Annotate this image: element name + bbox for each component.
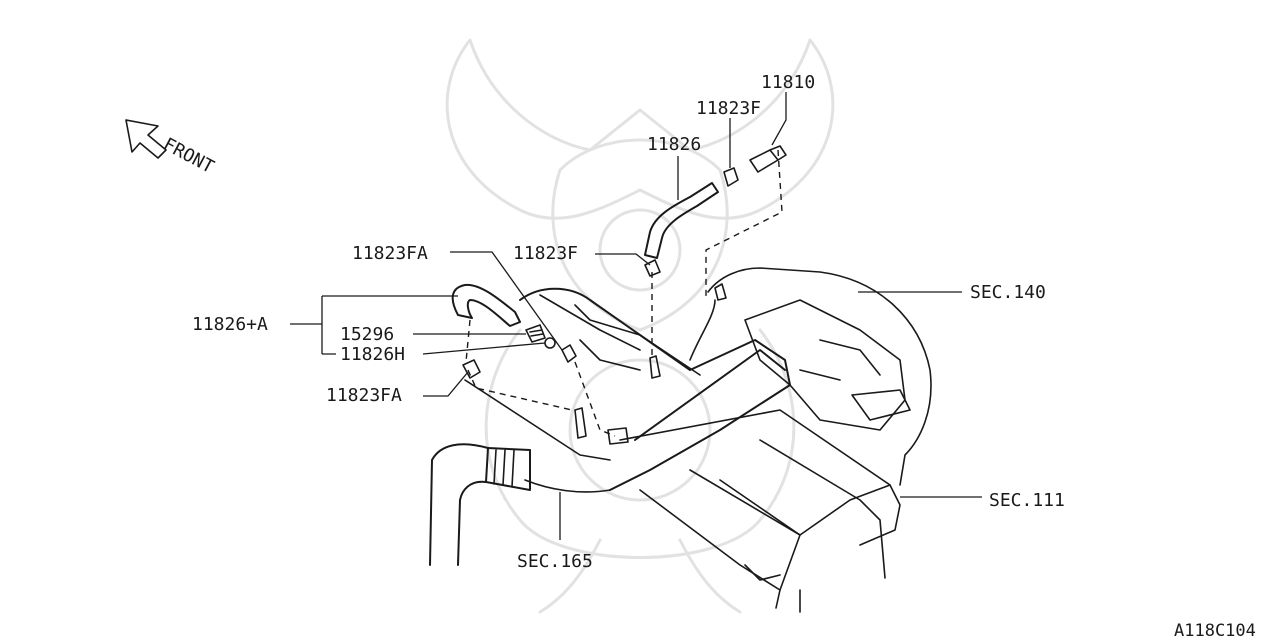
label-sec-165: SEC.165 [517, 551, 593, 572]
assembly-dashed-lines [465, 149, 783, 437]
label-11823F-top: 11823F [696, 98, 761, 119]
front-label: FRONT [160, 134, 218, 178]
front-arrow-icon [125, 119, 167, 159]
leader-lines [290, 92, 982, 540]
label-11810: 11810 [761, 72, 815, 93]
label-sec-140: SEC.140 [970, 282, 1046, 303]
label-11826-plus-A: 11826+A [192, 314, 268, 335]
label-15296: 15296 [340, 324, 394, 345]
label-11826H: 11826H [340, 344, 405, 365]
label-11826: 11826 [647, 134, 701, 155]
diagram-code: A118C104 [1174, 621, 1256, 639]
pcv-parts [451, 145, 787, 445]
label-11823F-mid: 11823F [513, 243, 578, 264]
label-sec-111: SEC.111 [989, 490, 1065, 511]
engine-assembly [429, 267, 932, 613]
watermark-emblem [445, 38, 835, 614]
label-11823FA-bottom: 11823FA [326, 385, 402, 406]
label-11823FA-top: 11823FA [352, 243, 428, 264]
